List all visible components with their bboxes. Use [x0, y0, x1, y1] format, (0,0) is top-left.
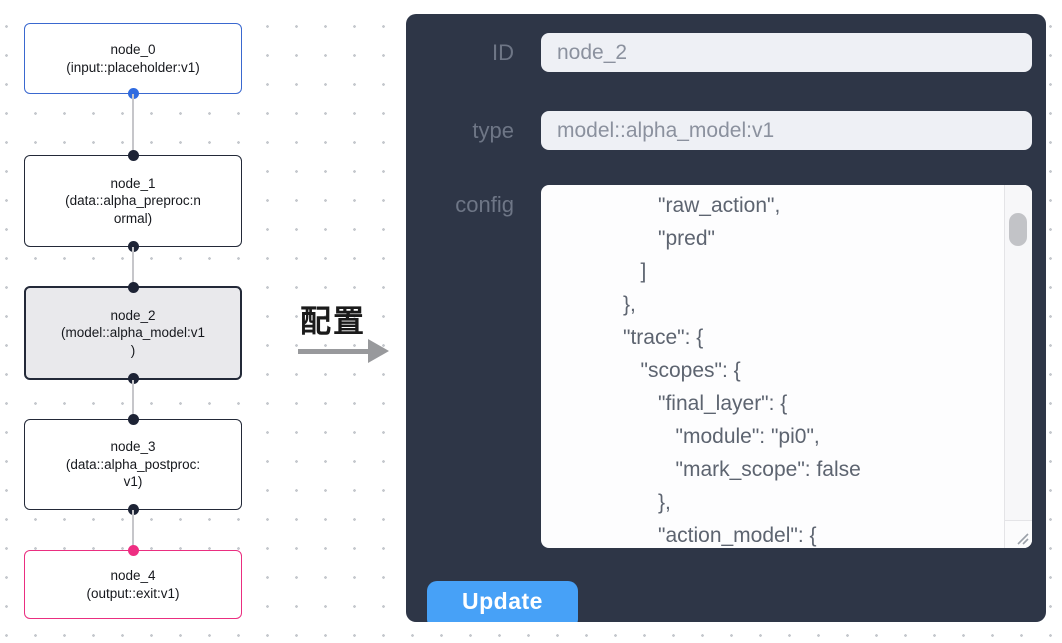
- edge-line: [132, 510, 134, 550]
- scrollbar-thumb[interactable]: [1009, 213, 1027, 246]
- arrow-shaft: [298, 349, 370, 354]
- node-label: node_4(output::exit:v1): [86, 568, 180, 601]
- config-label: config: [455, 192, 514, 217]
- edge-line: [132, 94, 134, 155]
- bottom-handle[interactable]: [127, 241, 139, 252]
- config-json-text[interactable]: "raw_action", "pred" ] }, "trace": { "sc…: [623, 194, 861, 547]
- type-input[interactable]: [541, 111, 1032, 150]
- top-handle[interactable]: [127, 545, 139, 556]
- top-handle[interactable]: [127, 414, 139, 425]
- resize-grip-icon: [1017, 533, 1029, 545]
- config-edge-annotation: 配置: [292, 296, 408, 366]
- id-label: ID: [492, 40, 514, 65]
- flow-node-node_0[interactable]: node_0(input::placeholder:v1): [24, 23, 242, 99]
- config-panel: ID type config "raw_action", "pred" ] },…: [406, 14, 1046, 622]
- node-label: node_2(model::alpha_model:v1): [60, 307, 206, 358]
- scrollbar-track[interactable]: [1004, 185, 1032, 520]
- update-button[interactable]: Update: [427, 581, 578, 622]
- node-label: node_0(input::placeholder:v1): [66, 42, 200, 75]
- edge-line: [132, 247, 134, 286]
- arrow-head: [368, 339, 389, 363]
- arrow-right-icon: [298, 339, 390, 363]
- node-label: node_3(data::alpha_postproc:v1): [65, 439, 201, 490]
- type-label: type: [472, 118, 514, 143]
- config-field-row: config "raw_action", "pred" ] }, "trace"…: [427, 185, 1032, 548]
- type-field-row: type: [427, 111, 1032, 150]
- edge-label: 配置: [300, 304, 366, 339]
- bottom-handle[interactable]: [127, 504, 139, 515]
- bottom-handle[interactable]: [127, 88, 139, 99]
- id-field-row: ID: [427, 33, 1032, 72]
- flow-node-node_4[interactable]: node_4(output::exit:v1): [24, 545, 242, 619]
- resize-handle[interactable]: [1004, 520, 1032, 548]
- edge-line: [132, 380, 134, 419]
- top-handle[interactable]: [127, 282, 139, 293]
- flow-node-node_3[interactable]: node_3(data::alpha_postproc:v1): [24, 414, 242, 515]
- bottom-handle[interactable]: [127, 373, 139, 384]
- top-handle[interactable]: [127, 150, 139, 161]
- id-input[interactable]: [541, 33, 1032, 72]
- flow-node-node_2[interactable]: node_2(model::alpha_model:v1): [24, 282, 242, 384]
- config-textarea[interactable]: "raw_action", "pred" ] }, "trace": { "sc…: [541, 185, 1032, 548]
